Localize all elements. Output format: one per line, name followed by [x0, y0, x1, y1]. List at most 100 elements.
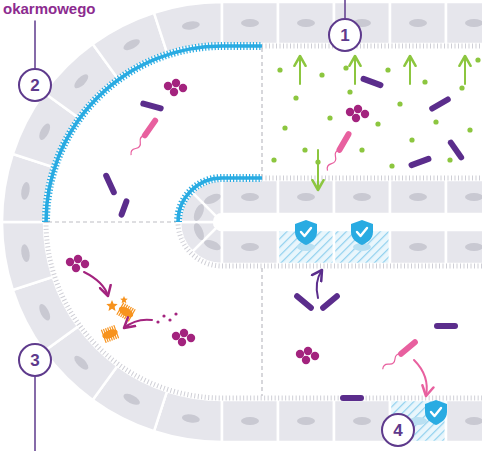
nutrient-dot [475, 57, 480, 62]
cell-nucleus [192, 222, 206, 242]
flow-arrow [317, 150, 319, 190]
coccus-bacterium [172, 332, 180, 340]
cell-nucleus [297, 19, 315, 27]
coccus-bacterium [170, 88, 178, 96]
nutrient-dot [389, 163, 394, 168]
cell-nucleus [241, 417, 259, 425]
rod-bacterium [451, 143, 461, 158]
nutrient-dot [467, 127, 472, 132]
nutrient-dot [359, 147, 364, 152]
cell-nucleus [20, 181, 31, 200]
shield-body [351, 220, 373, 245]
lysed-body [117, 305, 135, 320]
rod-bacterium [343, 395, 361, 401]
coccus-bacterium [164, 82, 172, 90]
coccus-bacterium [304, 347, 312, 355]
coccus-bacterium [311, 352, 319, 360]
mucus-brush [178, 178, 262, 222]
nutrient-dot [397, 101, 402, 106]
callout-circle: 3 [18, 343, 52, 377]
flow-arrow [317, 270, 322, 298]
callout-circle: 4 [381, 413, 415, 447]
nutrient-dot [433, 119, 438, 124]
cell-nucleus [297, 417, 315, 425]
epithelial-cell [13, 277, 78, 351]
mucus-lining [178, 178, 262, 222]
epithelial-cell [2, 222, 53, 290]
brush-border [262, 44, 482, 49]
nutrient-dot [409, 137, 414, 142]
epithelial-cell [446, 180, 482, 214]
section-label: okarmowego [3, 1, 96, 18]
shield-icon [295, 220, 317, 245]
debris-dot [168, 318, 171, 321]
shield-body [295, 220, 317, 245]
nutrient-dot [293, 95, 298, 100]
coccus-bacterium [354, 105, 362, 113]
epithelial-cell [390, 230, 446, 264]
flow-arrow [414, 360, 427, 396]
nutrient-dot [327, 115, 332, 120]
nutrient-dot [277, 67, 282, 72]
debris-dot [174, 312, 177, 315]
shield-body [425, 400, 447, 425]
callout-number: 1 [340, 27, 349, 44]
epithelial-cell [390, 2, 446, 44]
callout-number: 3 [30, 352, 39, 369]
rod-bacterium [437, 323, 455, 329]
epithelial-cell [222, 2, 278, 44]
cell-nucleus [353, 417, 371, 425]
cell-nucleus [241, 193, 259, 201]
coccus-bacterium [296, 350, 304, 358]
epithelial-cell [390, 180, 446, 214]
nutrient-dot [319, 72, 324, 77]
epithelial-cell [222, 180, 278, 214]
epithelial-cell [93, 13, 167, 78]
bacterium-body [145, 121, 155, 136]
epithelial-cell [278, 180, 334, 214]
shield-icon [425, 400, 447, 425]
cell-nucleus [297, 193, 315, 201]
coccus-bacterium [72, 264, 80, 272]
cell-nucleus [72, 353, 90, 371]
nutrient-dot [347, 89, 352, 94]
mucus-brush [46, 46, 262, 222]
cell-nucleus [409, 193, 427, 201]
shield-check [357, 228, 367, 236]
coccus-bacterium [187, 334, 195, 342]
brush-border [46, 222, 482, 398]
cell-nucleus [465, 19, 482, 27]
cell-nucleus [20, 244, 31, 263]
flow-arrow [124, 320, 152, 328]
metabolite-star [106, 300, 117, 311]
rod-bacterium [297, 296, 311, 308]
nutrient-dot [422, 79, 427, 84]
flow-arrow [409, 56, 411, 84]
cell-nucleus [241, 19, 259, 27]
rod-bacterium [364, 79, 381, 85]
flagellated-bacterium [326, 133, 350, 171]
rod-bacterium [122, 201, 127, 214]
callout-circle: 2 [18, 68, 52, 102]
cell-nucleus [353, 193, 371, 201]
section-divider [261, 268, 262, 396]
callout-number: 2 [30, 77, 39, 94]
nutrient-dot [447, 157, 452, 162]
cell-nucleus [181, 20, 200, 31]
coccus-bacterium [361, 110, 369, 118]
epithelial-cell [278, 2, 334, 44]
section-divider [48, 221, 176, 222]
coccus-bacterium [172, 79, 180, 87]
flagellated-bacterium [381, 341, 416, 371]
flow-arrow [464, 56, 466, 84]
mucus-lining [46, 46, 262, 222]
rod-bacterium [412, 159, 429, 165]
rod-bacterium [106, 176, 114, 192]
coccus-bacterium [180, 329, 188, 337]
nutrient-dot [343, 65, 348, 70]
protected-cell [390, 400, 446, 442]
flow-arrow [354, 56, 356, 84]
leader-line [34, 21, 36, 69]
